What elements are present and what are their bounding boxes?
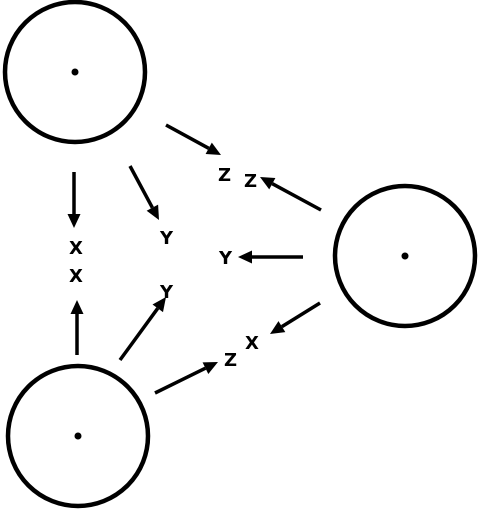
- arrow-bottom-left-to-y: [118, 297, 166, 362]
- arrow-shaft: [128, 165, 154, 209]
- label-x-right: X: [245, 333, 259, 354]
- arrows: [67, 123, 322, 395]
- center-dot: [401, 252, 409, 260]
- arrow-bottom-left-to-x: [70, 300, 84, 355]
- arrow-right-to-y: [238, 250, 303, 264]
- arrow-head: [260, 177, 276, 190]
- circle-bottom-left: [5, 363, 151, 509]
- label-x-bottom-left: X: [69, 266, 83, 287]
- arrow-shaft: [271, 182, 322, 212]
- arrow-head: [202, 362, 218, 375]
- arrow-top-left-to-z: [165, 123, 221, 155]
- arrow-shaft: [118, 307, 160, 362]
- arrow-bottom-left-to-z: [154, 362, 218, 395]
- label-z-bottom-left: Z: [224, 350, 237, 371]
- label-z-right: Z: [244, 171, 257, 192]
- arrow-right-to-z: [260, 177, 322, 212]
- label-x-top-left: X: [69, 238, 83, 259]
- label-z-top-left: Z: [218, 165, 231, 186]
- label-y-bottom-left: Y: [159, 282, 174, 303]
- arrow-shaft: [280, 301, 321, 329]
- circle-right: [332, 183, 478, 329]
- circle-top-left: [2, 0, 148, 145]
- arrow-top-left-to-x: [67, 172, 81, 228]
- center-dot: [71, 68, 79, 76]
- label-y-right: Y: [218, 248, 233, 269]
- arrow-head: [70, 300, 84, 314]
- arrow-shaft: [165, 123, 210, 150]
- arrow-head: [146, 204, 159, 220]
- arrow-head: [152, 297, 166, 313]
- center-dot: [74, 432, 82, 440]
- arrow-head: [205, 142, 221, 155]
- arrow-top-left-to-y: [128, 165, 159, 220]
- arrow-head: [67, 214, 81, 228]
- arrow-right-to-x: [270, 301, 321, 334]
- arrow-shaft: [154, 366, 207, 395]
- label-y-top-left: Y: [159, 228, 174, 249]
- arrow-head: [238, 250, 252, 264]
- arrow-head: [270, 321, 286, 334]
